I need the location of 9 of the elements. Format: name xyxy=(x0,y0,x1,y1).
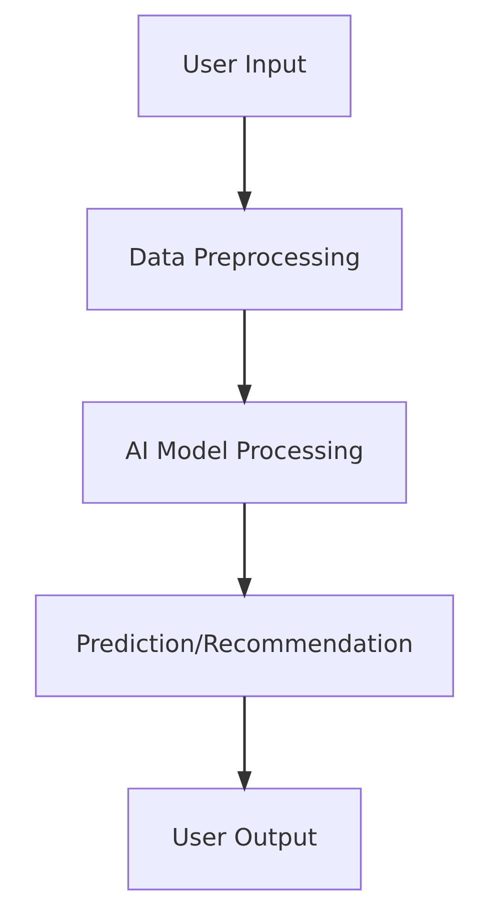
node-box: Prediction/Recommendation xyxy=(34,594,454,698)
arrow xyxy=(237,116,252,212)
arrow xyxy=(237,696,252,792)
node-box: Data Preprocessing xyxy=(86,208,403,311)
arrow xyxy=(237,503,252,599)
node-box: AI Model Processing xyxy=(82,401,407,504)
arrow xyxy=(237,310,252,406)
node-box: User Input xyxy=(138,14,352,118)
node-box: User Output xyxy=(127,788,362,890)
